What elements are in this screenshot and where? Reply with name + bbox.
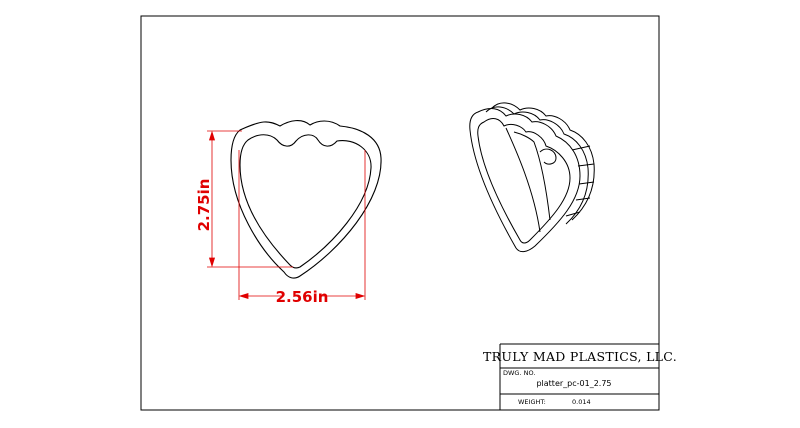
height-arrow-bottom [208, 257, 216, 268]
iso-seg-5 [565, 211, 581, 217]
dimension-width-label: 2.56in [276, 288, 329, 306]
width-arrow-left [238, 292, 249, 300]
iso-back-top-edge [491, 102, 595, 221]
company-name: TRULY MAD PLASTICS, LLC. [483, 349, 677, 364]
title-block [499, 343, 659, 410]
iso-seg-3 [578, 181, 595, 185]
drawing-border [140, 15, 660, 411]
iso-notch [539, 148, 557, 165]
iso-inner-wall-2 [513, 131, 551, 221]
iso-seg-4 [575, 197, 591, 201]
weight-value: 0.014 [572, 398, 591, 406]
iso-back-top-edge-2 [485, 106, 589, 225]
iso-front-inner [477, 118, 571, 244]
height-arrow-top [208, 130, 216, 141]
dimensions [207, 130, 366, 300]
dwg-no-label: DWG. NO. [503, 369, 535, 377]
width-arrow-right [355, 292, 366, 300]
iso-inner-wall [505, 127, 541, 233]
front-view [230, 120, 382, 279]
dimension-height-label: 2.75in [195, 179, 213, 232]
dwg-no-value: platter_pc-01_2.75 [536, 379, 611, 388]
weight-label: WEIGHT: [518, 398, 546, 406]
heart-outer-outline [230, 120, 382, 279]
iso-front-outer [469, 108, 581, 253]
width-label-backing [282, 289, 322, 303]
iso-seg-1 [571, 145, 591, 151]
isometric-view [469, 102, 595, 253]
iso-seg-2 [577, 163, 595, 167]
heart-inner-outline [239, 134, 372, 269]
